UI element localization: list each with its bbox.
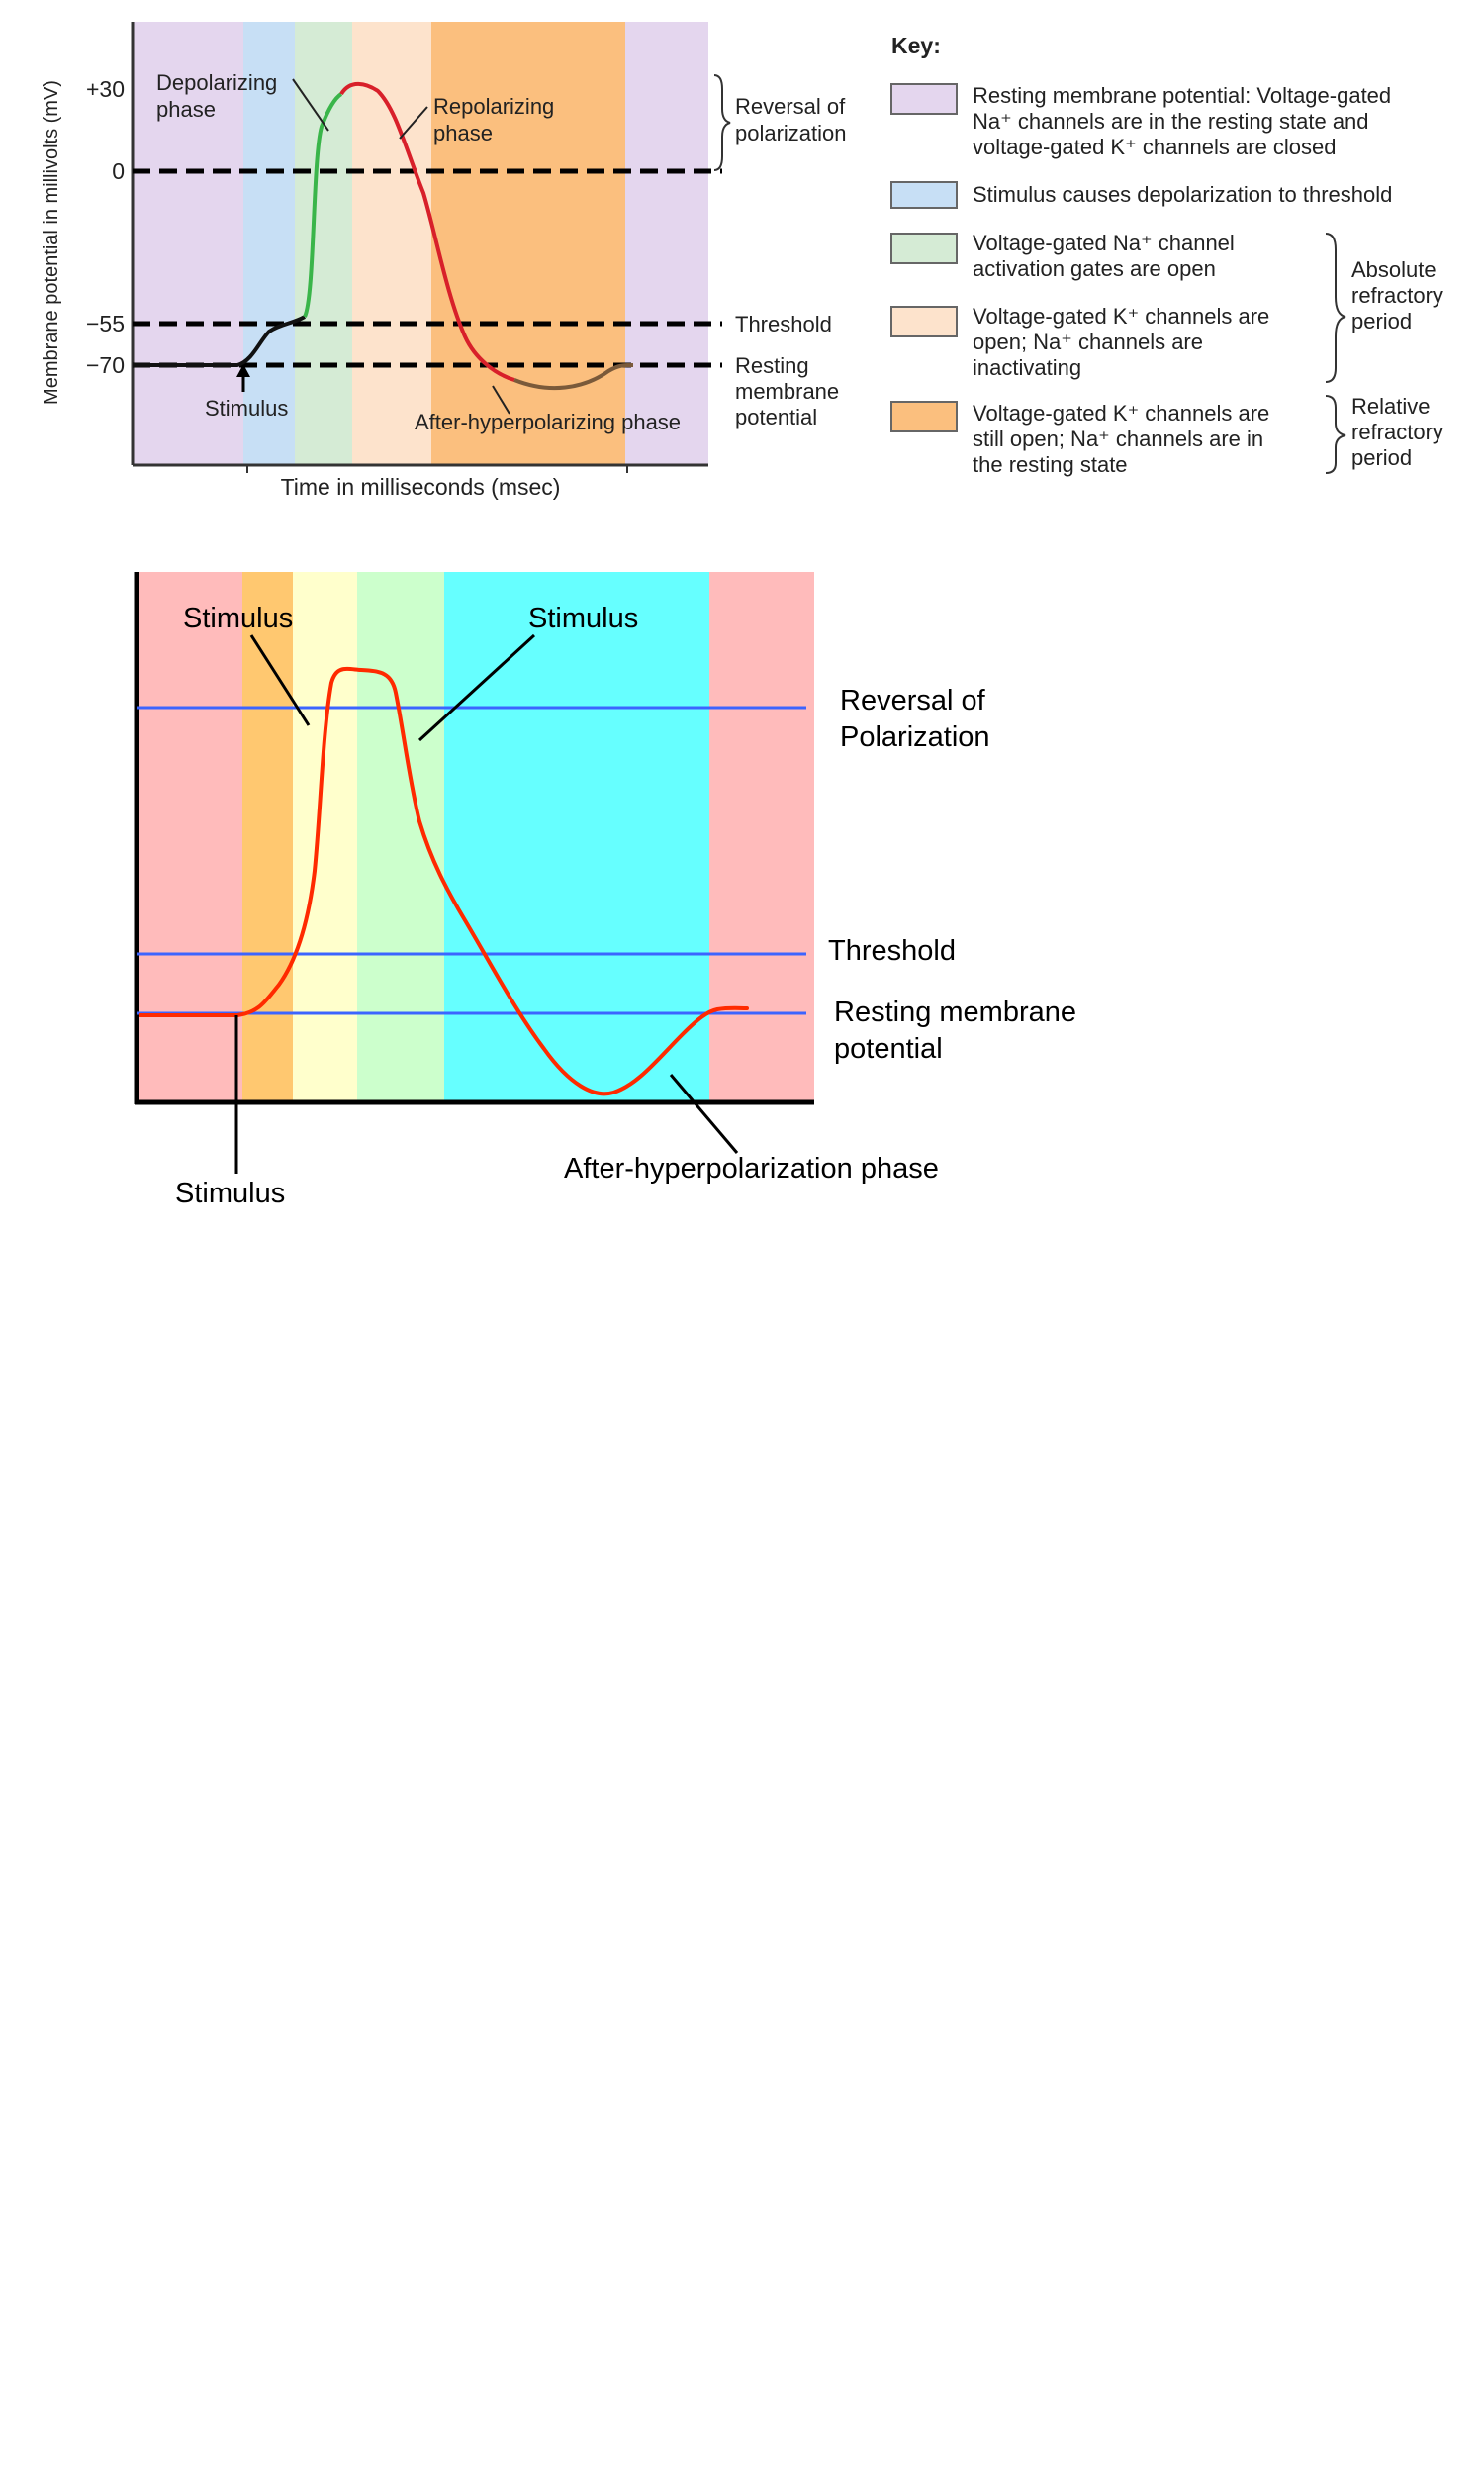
label-threshold: Threshold	[735, 312, 832, 336]
key-text: still open; Na⁺ channels are in	[973, 427, 1263, 451]
label-resting: potential	[834, 1033, 943, 1065]
band-resting-left	[133, 22, 243, 465]
key-text: Voltage-gated K⁺ channels are	[973, 401, 1269, 426]
key-legend: Key: Resting membrane potential: Voltage…	[890, 33, 1443, 477]
label-relative: period	[1351, 445, 1412, 470]
label-stimulus-bottom: Stimulus	[175, 1178, 285, 1209]
key-text: open; Na⁺ channels are	[973, 330, 1203, 354]
key-text: Stimulus causes depolarization to thresh…	[973, 182, 1392, 207]
label-after-hyper: After-hyperpolarizing phase	[415, 410, 681, 434]
band-green	[357, 572, 444, 1102]
pointer-repolarizing	[399, 106, 428, 140]
band-yellow	[293, 572, 357, 1102]
key-text: the resting state	[973, 452, 1128, 477]
label-relative: refractory	[1351, 420, 1443, 444]
key-swatch	[890, 306, 958, 337]
label-stimulus: Stimulus	[205, 396, 288, 421]
band-k-open	[352, 22, 431, 465]
key-text: inactivating	[973, 355, 1081, 380]
pointer-stimulus-top-left	[249, 634, 311, 726]
curve-red-repolarization	[339, 81, 515, 382]
key-swatch	[890, 83, 958, 115]
pointer-after-hyper	[492, 385, 510, 415]
label-resting: potential	[735, 405, 817, 429]
brace-reversal-icon	[713, 74, 731, 171]
label-repolarizing: Repolarizing	[433, 94, 554, 119]
band-orange	[242, 572, 293, 1102]
band-stimulus	[243, 22, 295, 465]
label-resting: Resting	[735, 353, 809, 378]
key-text: Voltage-gated Na⁺ channel	[973, 231, 1235, 255]
label-reversal: Polarization	[840, 721, 990, 753]
label-resting: Resting membrane	[834, 997, 1076, 1028]
pointer-stimulus-top-right	[417, 633, 536, 742]
label-absolute: refractory	[1351, 283, 1443, 308]
key-text: Voltage-gated K⁺ channels are	[973, 304, 1269, 329]
top-y-axis-label: Membrane potential in millivolts (mV)	[41, 80, 62, 405]
label-reversal: Reversal of	[735, 94, 846, 119]
label-after-hyper: After-hyperpolarization phase	[564, 1153, 939, 1185]
top-x-axis-label: Time in milliseconds (msec)	[281, 474, 561, 500]
tick-label: −55	[86, 311, 125, 336]
arrow-head-icon	[236, 364, 250, 377]
label-stimulus-top-left: Stimulus	[183, 603, 293, 634]
pointer-depolarizing	[292, 78, 329, 132]
key-swatch	[890, 401, 958, 432]
curve-black-stimulus	[133, 315, 307, 367]
curve-green-depolarization	[303, 92, 343, 318]
band-cyan	[444, 572, 709, 1102]
label-stimulus-top-right: Stimulus	[528, 603, 638, 634]
bottom-diagram: Stimulus Stimulus Stimulus Reversal of P…	[134, 572, 1076, 1209]
curve-red-action-potential	[139, 666, 749, 1096]
band-resting-right	[625, 22, 708, 465]
pointer-after-hyper	[669, 1074, 739, 1154]
top-diagram: +30 0 −55 −70 Membrane potential in mill…	[41, 22, 1443, 500]
key-text: Na⁺ channels are in the resting state an…	[973, 109, 1369, 134]
tick-label: +30	[86, 76, 125, 102]
key-swatch	[890, 181, 958, 209]
tick-label: −70	[86, 352, 125, 378]
key-text: voltage-gated K⁺ channels are closed	[973, 135, 1337, 159]
key-text: activation gates are open	[973, 256, 1216, 281]
key-swatch	[890, 233, 958, 264]
brace-relative-icon	[1325, 395, 1346, 474]
band-pink-right	[709, 572, 814, 1102]
label-threshold: Threshold	[828, 935, 956, 967]
label-repolarizing: phase	[433, 121, 493, 145]
brace-absolute-icon	[1325, 233, 1346, 383]
tick-label: 0	[112, 158, 125, 184]
label-absolute: period	[1351, 309, 1412, 333]
label-reversal: polarization	[735, 121, 847, 145]
band-pink-left	[137, 572, 242, 1102]
label-depolarizing: Depolarizing	[156, 70, 277, 95]
band-k-still-open	[431, 22, 625, 465]
label-depolarizing: phase	[156, 97, 216, 122]
label-relative: Relative	[1351, 394, 1430, 419]
label-absolute: Absolute	[1351, 257, 1437, 282]
key-title: Key:	[891, 33, 941, 58]
curve-brown-after-hyper	[513, 363, 634, 391]
label-resting: membrane	[735, 379, 839, 404]
key-text: Resting membrane potential: Voltage-gate…	[973, 83, 1391, 108]
label-reversal: Reversal of	[840, 685, 986, 716]
